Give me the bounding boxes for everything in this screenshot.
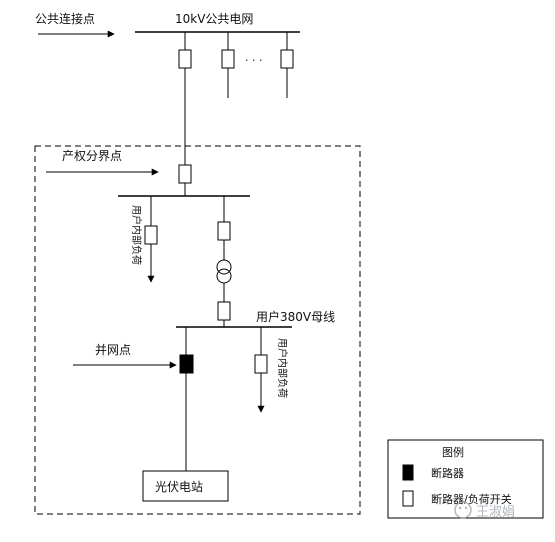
transformer-lv-switch xyxy=(217,301,231,321)
legend-box xyxy=(387,439,544,519)
watermark-logo-icon xyxy=(454,501,472,519)
property-boundary-label: 产权分界点 xyxy=(62,149,122,163)
feeder-ellipsis: · · · xyxy=(245,54,262,67)
feeder-3-switch xyxy=(280,49,294,69)
watermark-text: 王淑娟 xyxy=(476,505,515,520)
public-connection-point-label: 公共连接点 xyxy=(35,11,95,26)
user-bus-label: 用户380V母线 xyxy=(256,309,335,324)
grid-connection-breaker xyxy=(179,354,194,374)
legend-breaker-label: 断路器 xyxy=(431,466,464,480)
watermark: 王淑娟 xyxy=(454,501,515,520)
main-feeder-switch xyxy=(178,49,192,69)
feeder-2-switch xyxy=(221,49,235,69)
transformer-hv-switch xyxy=(217,221,231,241)
pv-station-box xyxy=(142,470,229,502)
legend-breaker-symbol xyxy=(402,464,414,481)
legend-switch-label: 断路器/负荷开关 xyxy=(431,492,512,506)
grid-connection-point-label: 并网点 xyxy=(95,343,131,357)
user-boundary xyxy=(34,145,361,515)
legend-switch-symbol xyxy=(402,490,414,507)
transformer-winding-primary xyxy=(216,259,232,275)
load-1-switch xyxy=(144,225,158,245)
load-2-switch xyxy=(254,354,268,374)
user-internal-load-2-label: 用户内部负荷 xyxy=(276,338,289,398)
boundary-switch xyxy=(178,164,192,184)
legend-title: 图例 xyxy=(442,445,464,459)
pv-station-label: 光伏电站 xyxy=(155,480,203,494)
public-grid-label: 10kV公共电网 xyxy=(175,12,253,26)
user-internal-load-1-label: 用户内部负荷 xyxy=(130,205,143,265)
transformer-winding-secondary xyxy=(216,268,232,284)
